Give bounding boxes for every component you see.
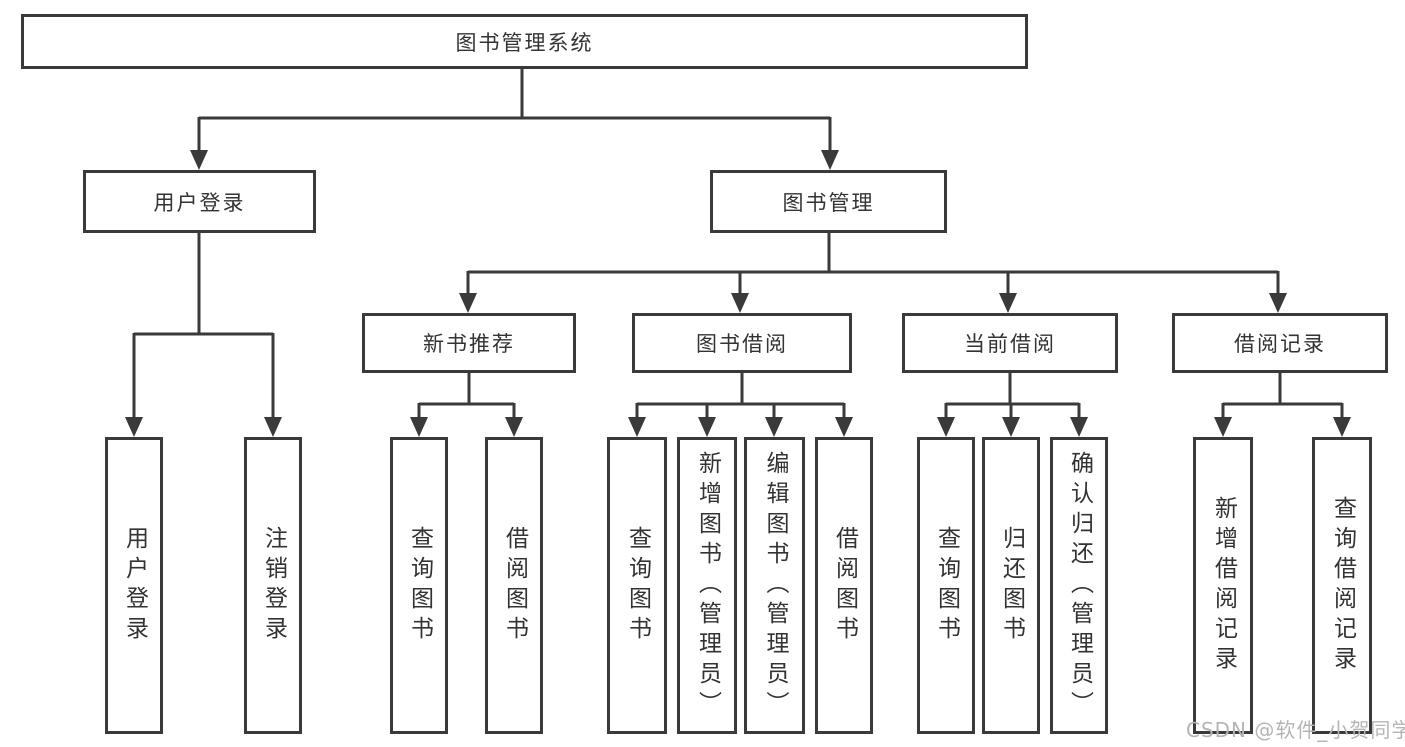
arrowhead: [264, 417, 282, 437]
leaf-recommend-query-book: 查询图书: [390, 437, 448, 734]
arrowhead: [505, 417, 523, 437]
node-book-management: 图书管理: [710, 170, 947, 233]
node-user-login: 用户登录: [83, 170, 316, 233]
node-label: 用户登录: [153, 190, 246, 215]
leaf-recommend-borrow-book: 借阅图书: [485, 437, 543, 734]
connector-book-borrow: [635, 373, 846, 420]
leaf-borrowing-add-book-admin: 新增图书（管理员）: [677, 437, 737, 734]
node-label: 确认归还（管理员）: [1066, 450, 1093, 721]
leaf-records-add-borrow-record: 新增借阅记录: [1193, 437, 1253, 734]
node-library-management-system: 图书管理系统: [21, 14, 1028, 69]
connector-current-borrow: [944, 373, 1081, 420]
connector-root: [197, 69, 832, 152]
arrowheads: [125, 150, 1351, 437]
node-label: 注销登录: [260, 525, 287, 646]
arrowhead: [999, 293, 1017, 313]
arrowhead: [410, 417, 428, 437]
arrowhead: [835, 417, 853, 437]
node-label: 查询图书: [933, 525, 960, 646]
csdn-watermark: CSDN @软件_小贺同学: [1186, 718, 1405, 742]
node-label: 归还图书: [998, 525, 1025, 646]
arrowhead: [1269, 293, 1287, 313]
leaf-current-return-book: 归还图书: [982, 437, 1040, 734]
arrowhead: [731, 293, 749, 313]
node-label: 图书管理: [782, 190, 875, 215]
arrowhead: [698, 417, 716, 437]
connector-new-book-rec: [417, 373, 516, 420]
node-label: 用户登录: [121, 525, 148, 646]
arrowhead: [1333, 417, 1351, 437]
arrowhead: [937, 417, 955, 437]
arrowhead: [628, 417, 646, 437]
node-label: 编辑图书（管理员）: [762, 450, 788, 721]
connector-borrow-record: [1221, 373, 1344, 420]
node-label: 新增借阅记录: [1210, 495, 1237, 676]
arrowhead: [1214, 417, 1232, 437]
node-label: 新增图书（管理员）: [694, 450, 721, 721]
node-borrowing-records: 借阅记录: [1172, 313, 1388, 373]
node-label: 图书管理系统: [455, 30, 594, 55]
leaf-records-query-borrow-record: 查询借阅记录: [1312, 437, 1372, 734]
leaf-current-query-book: 查询图书: [917, 437, 975, 734]
arrowhead: [821, 150, 839, 170]
connector-book-mgmt: [466, 233, 1280, 296]
leaf-logout-login: 注销登录: [244, 437, 302, 734]
node-label: 查询借阅记录: [1329, 495, 1356, 676]
node-label: 当前借阅: [964, 332, 1056, 356]
node-label: 新书推荐: [423, 332, 515, 356]
node-label: 借阅记录: [1234, 332, 1326, 356]
node-book-borrowing: 图书借阅: [632, 313, 852, 373]
node-label: 查询图书: [406, 525, 433, 646]
arrowhead: [1070, 417, 1088, 437]
leaf-borrowing-edit-book-admin: 编辑图书（管理员）: [744, 437, 805, 734]
node-label: 图书借阅: [696, 332, 788, 356]
arrowhead: [459, 293, 477, 313]
node-label: 查询图书: [624, 525, 651, 646]
leaf-current-confirm-return-admin: 确认归还（管理员）: [1050, 437, 1108, 734]
arrowhead: [190, 150, 208, 170]
node-current-borrowing: 当前借阅: [902, 313, 1118, 373]
leaf-borrowing-borrow-book: 借阅图书: [815, 437, 873, 734]
connector-user-login: [132, 233, 275, 419]
arrowhead: [1002, 417, 1020, 437]
arrowhead: [765, 417, 783, 437]
node-label: 借阅图书: [501, 525, 528, 646]
arrowhead: [125, 417, 143, 437]
node-label: 借阅图书: [831, 525, 858, 646]
leaf-borrowing-query-book: 查询图书: [607, 437, 667, 734]
leaf-user-login: 用户登录: [105, 437, 163, 734]
node-new-book-recommend: 新书推荐: [362, 313, 576, 373]
